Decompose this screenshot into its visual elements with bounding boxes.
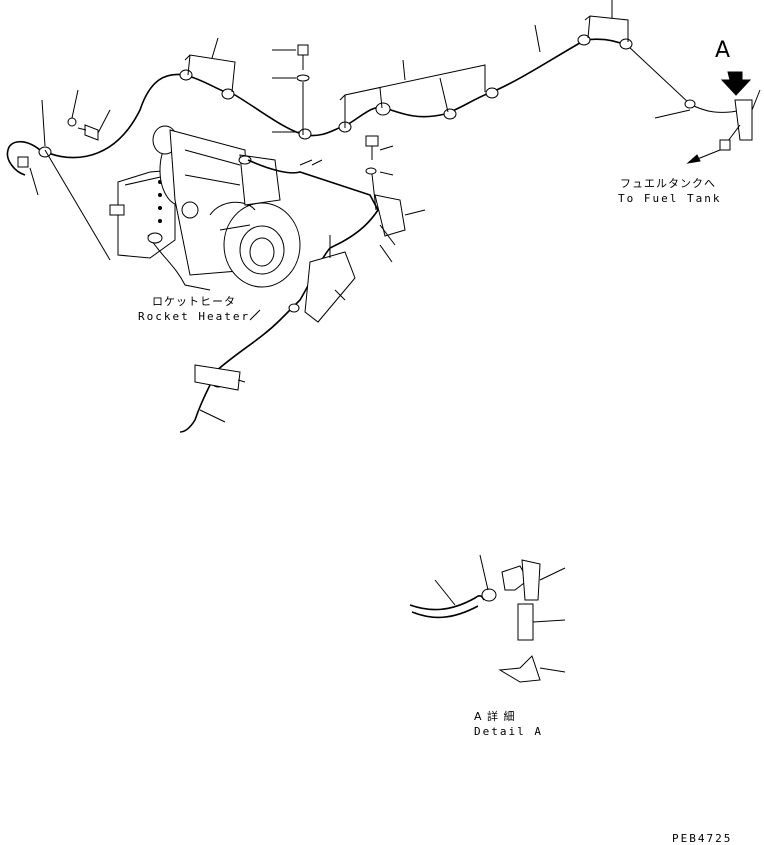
view-a-arrow xyxy=(720,71,752,96)
detail-a-label-jp: A 詳 細 xyxy=(474,710,516,723)
left-hose-loop xyxy=(6,99,111,261)
detail-a-parts xyxy=(409,554,566,683)
to-fuel-tank-arrow xyxy=(686,149,721,164)
fuel-tank-label-en: To Fuel Tank xyxy=(618,192,722,205)
right-fittings xyxy=(654,89,761,151)
drawing-code: PEB4725 xyxy=(672,832,733,845)
lower-fuel-pipe xyxy=(179,159,426,433)
hose-clamps xyxy=(179,34,696,140)
fuel-hose-main xyxy=(41,38,743,159)
callout-brackets xyxy=(184,0,629,128)
detail-a-label-en: Detail A xyxy=(474,725,543,738)
view-a-marker: A xyxy=(715,38,731,63)
fuel-tank-label-jp: フュエルタンクへ xyxy=(620,177,716,190)
leader-lines xyxy=(311,159,393,263)
rocket-heater-label-en: Rocket Heater xyxy=(138,310,251,323)
rocket-heater-label-jp: ロケットヒータ xyxy=(152,295,236,308)
bolts-washers xyxy=(67,44,394,211)
rocket-heater xyxy=(109,125,301,291)
